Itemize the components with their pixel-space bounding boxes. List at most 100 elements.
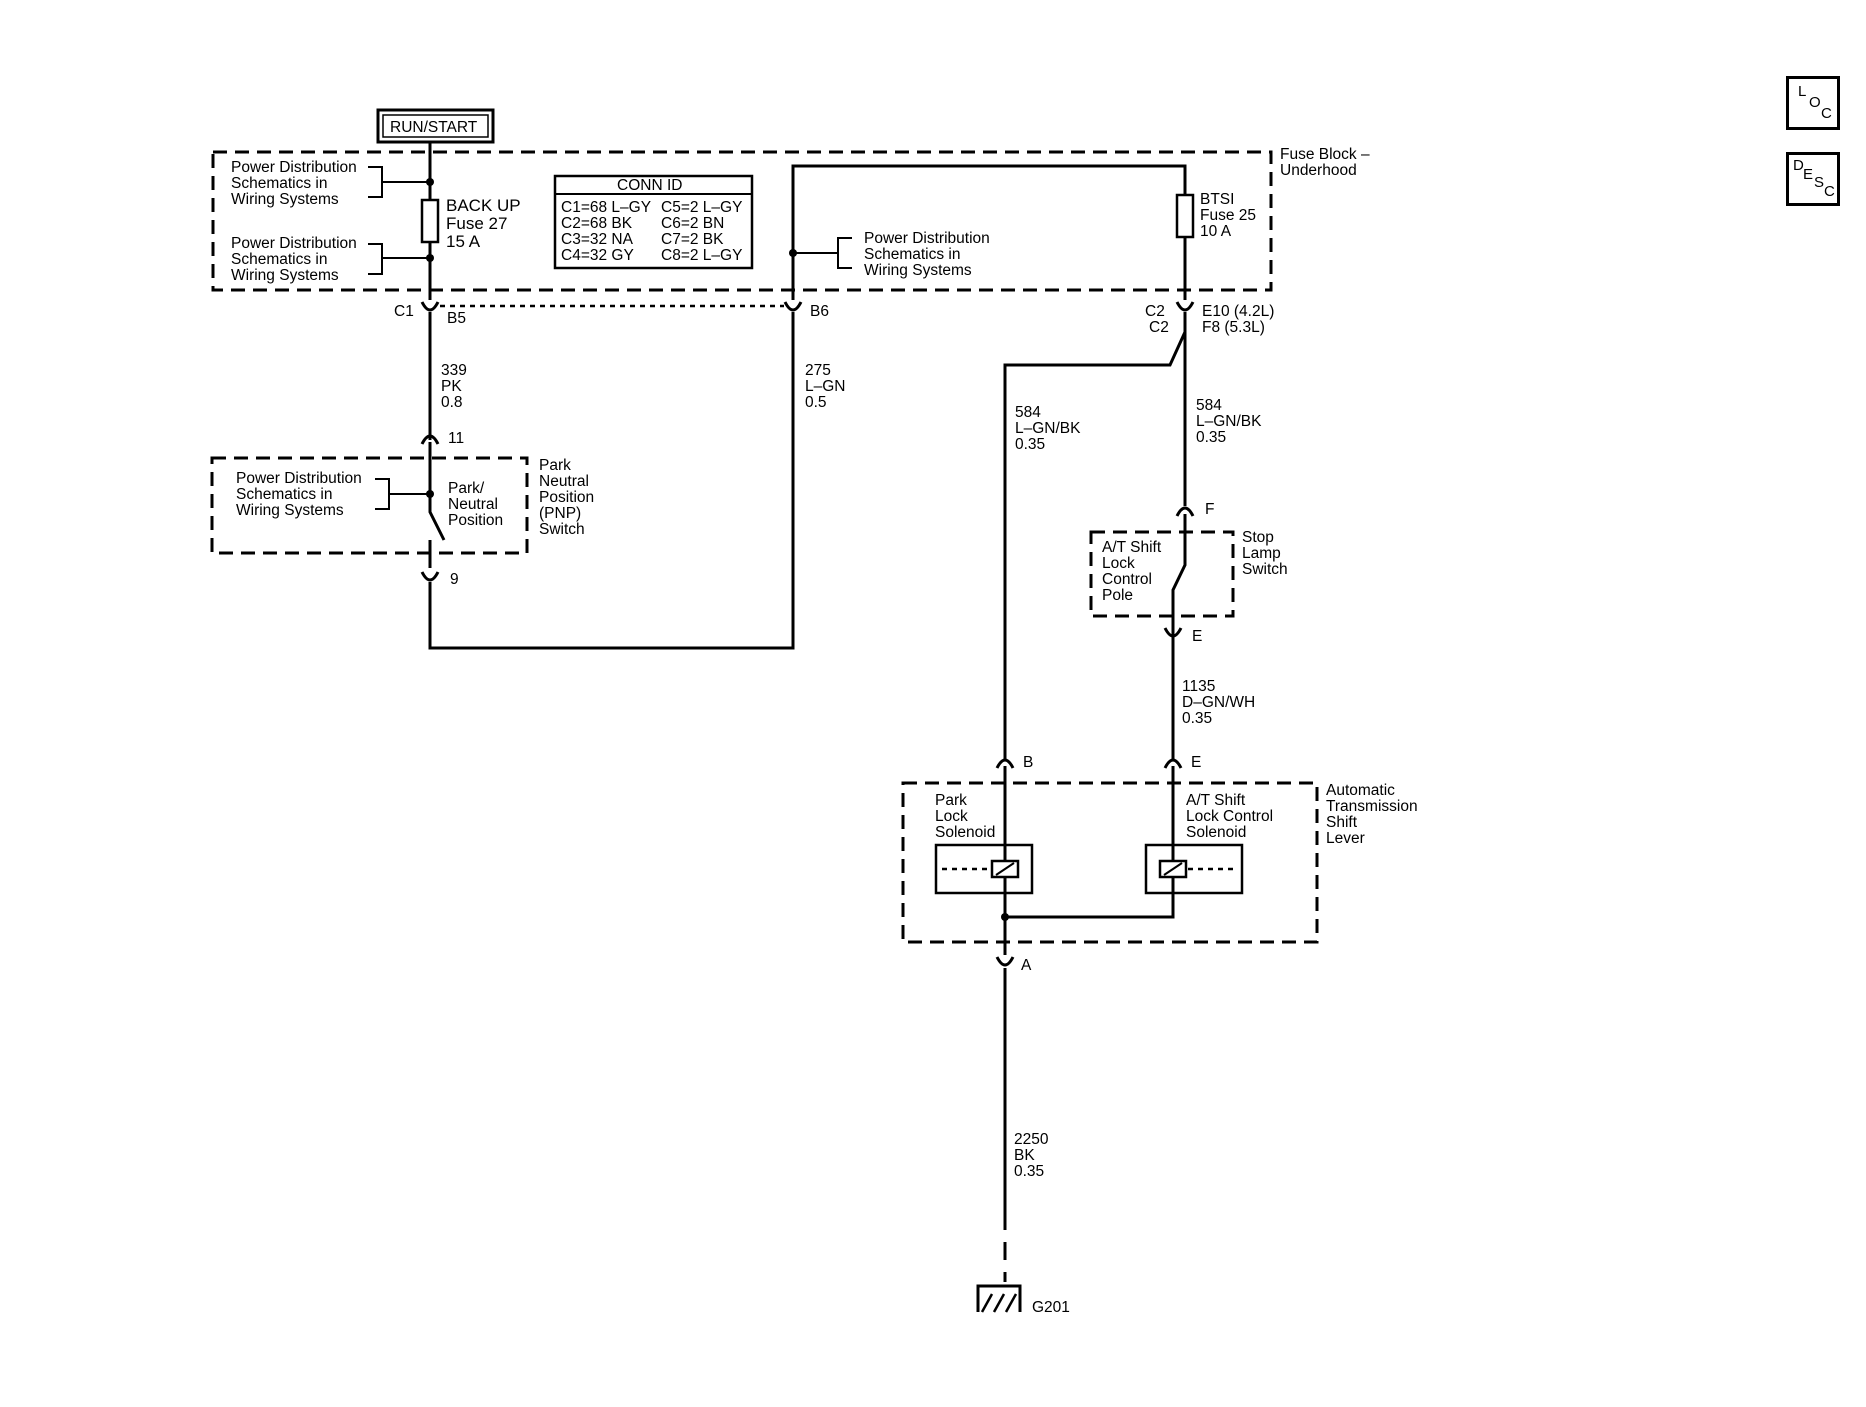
svg-text:Wiring Systems: Wiring Systems [864, 262, 972, 279]
ground-label: G201 [1032, 1299, 1070, 1316]
svg-text:Lever: Lever [1326, 830, 1365, 847]
svg-text:0.5: 0.5 [805, 394, 827, 411]
park-lock-solenoid [934, 843, 1034, 895]
wire-275-label: 275 [805, 362, 831, 379]
svg-text:Schematics in: Schematics in [236, 486, 332, 503]
svg-text:Position: Position [539, 489, 594, 506]
svg-text:Power Distribution: Power Distribution [231, 159, 357, 176]
connector-c2-e10 [1175, 301, 1195, 312]
svg-text:Lamp: Lamp [1242, 545, 1281, 562]
loc-letter-o: O [1809, 94, 1821, 111]
pnp-switch-label: Park [539, 457, 571, 474]
connector-shift-lever-b [995, 758, 1015, 769]
svg-text:Power Distribution: Power Distribution [236, 470, 362, 487]
svg-text:Wiring Systems: Wiring Systems [231, 267, 339, 284]
connector-pnp-9 [420, 571, 440, 582]
svg-text:Neutral: Neutral [539, 473, 589, 490]
btsi-fuse-label: BTSI [1200, 191, 1234, 208]
svg-text:L–GN/BK: L–GN/BK [1015, 420, 1081, 437]
connector-shift-lever-a [995, 956, 1015, 967]
desc-letter-c: C [1824, 183, 1835, 200]
svg-text:Transmission: Transmission [1326, 798, 1418, 815]
pin-9: 9 [450, 571, 459, 588]
connector-shift-lever-e [1163, 758, 1183, 769]
backup-fuse-icon [420, 198, 440, 244]
svg-text:L–GN: L–GN [805, 378, 846, 395]
svg-text:Schematics in: Schematics in [864, 246, 960, 263]
svg-text:Lock: Lock [935, 808, 968, 825]
stop-lamp-switch-label: Stop [1242, 529, 1274, 546]
svg-text:Position: Position [448, 512, 503, 529]
wire-584-branch [1003, 312, 1187, 760]
pin-b5: B5 [447, 310, 466, 327]
wire-339-label: 339 [441, 362, 467, 379]
svg-text:C1=68 L–GY: C1=68 L–GY [561, 199, 651, 216]
wire-275 [428, 312, 795, 650]
power-distribution-ref-1: Power Distribution Schematics in Wiring … [231, 159, 430, 208]
loc-letter-l: L [1798, 83, 1807, 100]
backup-fuse-label: BACK UP [446, 196, 521, 215]
svg-text:Lock: Lock [1102, 555, 1135, 572]
fuse-block-outline [211, 150, 1273, 292]
svg-text:(PNP): (PNP) [539, 505, 581, 522]
svg-text:L–GN/BK: L–GN/BK [1196, 413, 1262, 430]
btsi-fuse-icon [1175, 193, 1195, 239]
loc-letter-c: C [1821, 105, 1832, 122]
svg-text:D–GN/WH: D–GN/WH [1182, 694, 1255, 711]
svg-text:Solenoid: Solenoid [935, 824, 995, 841]
pnp-switch-contact [428, 494, 446, 541]
pin-f8: F8 (5.3L) [1202, 319, 1265, 336]
svg-text:Power Distribution: Power Distribution [231, 235, 357, 252]
pin-a: A [1021, 957, 1032, 974]
svg-text:C4=32 GY: C4=32 GY [561, 247, 634, 264]
power-distribution-ref-4: Power Distribution Schematics in Wiring … [236, 470, 430, 519]
connector-c1-b5 [420, 301, 440, 312]
park-lock-solenoid-label: Park [935, 792, 967, 809]
svg-text:0.35: 0.35 [1015, 436, 1045, 453]
svg-text:C7=2 BK: C7=2 BK [661, 231, 724, 248]
svg-text:Shift: Shift [1326, 814, 1358, 831]
desc-button[interactable]: D E S C [1786, 152, 1840, 206]
svg-text:0.8: 0.8 [441, 394, 463, 411]
shift-lever-outline [901, 781, 1319, 944]
svg-text:Solenoid: Solenoid [1186, 824, 1246, 841]
svg-text:Neutral: Neutral [448, 496, 498, 513]
power-distribution-ref-3: Power Distribution Schematics in Wiring … [837, 230, 990, 279]
desc-letter-e: E [1803, 166, 1814, 183]
connector-pnp-11 [420, 434, 440, 445]
pin-11: 11 [448, 430, 464, 447]
pin-c2-b: C2 [1149, 319, 1169, 336]
stop-lamp-inner-label: A/T Shift [1102, 539, 1162, 556]
desc-letter-s: S [1814, 174, 1825, 191]
connector-b6 [783, 301, 803, 312]
at-shift-lock-solenoid [1144, 843, 1244, 895]
svg-text:Power Distribution: Power Distribution [864, 230, 990, 247]
svg-text:Wiring Systems: Wiring Systems [231, 191, 339, 208]
svg-text:BK: BK [1014, 1147, 1035, 1164]
loc-button[interactable]: L O C [1786, 76, 1840, 130]
wire-btsi-feed [791, 164, 1187, 300]
pin-f: F [1205, 501, 1214, 518]
svg-text:Schematics in: Schematics in [231, 175, 327, 192]
svg-text:15 A: 15 A [446, 232, 481, 251]
svg-text:Fuse 25: Fuse 25 [1200, 207, 1256, 224]
svg-text:Wiring Systems: Wiring Systems [236, 502, 344, 519]
svg-text:C8=2 L–GY: C8=2 L–GY [661, 247, 742, 264]
pnp-switch-outline [210, 456, 529, 555]
svg-text:Underhood: Underhood [1280, 162, 1357, 179]
wire-1135-label: 1135 [1182, 678, 1215, 695]
svg-text:Control: Control [1102, 571, 1152, 588]
svg-text:0.35: 0.35 [1196, 429, 1226, 446]
svg-text:0.35: 0.35 [1182, 710, 1212, 727]
svg-text:C5=2 L–GY: C5=2 L–GY [661, 199, 742, 216]
pin-e-2: E [1191, 754, 1201, 771]
svg-text:C2=68 BK: C2=68 BK [561, 215, 633, 232]
svg-text:0.35: 0.35 [1014, 1163, 1044, 1180]
svg-text:PK: PK [441, 378, 462, 395]
pin-b6: B6 [810, 303, 829, 320]
connector-stop-lamp-f [1175, 506, 1195, 517]
pin-c2-a: C2 [1145, 303, 1165, 320]
fuse-block-label: Fuse Block – [1280, 146, 1370, 163]
svg-text:Lock Control: Lock Control [1186, 808, 1273, 825]
